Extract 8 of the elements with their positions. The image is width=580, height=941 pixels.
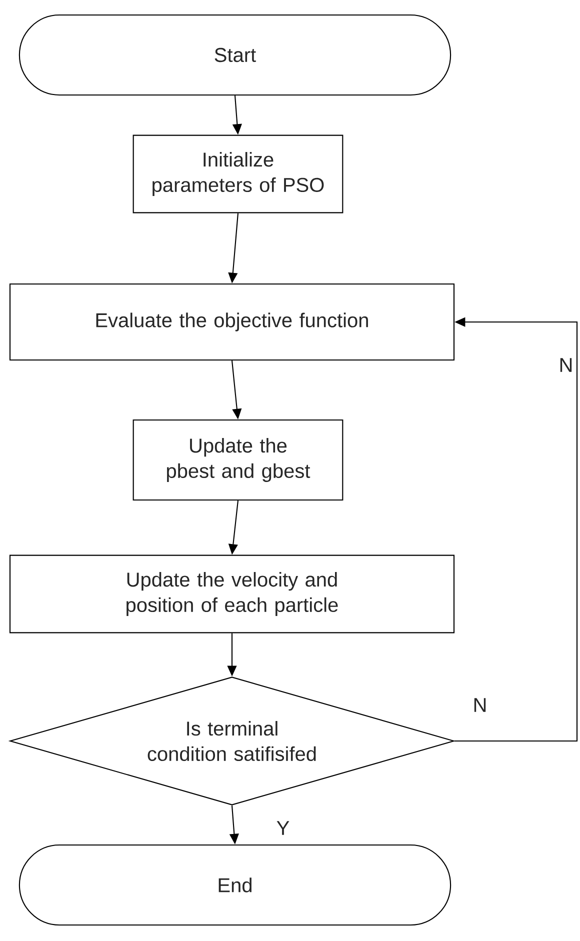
edge-label: N [474,698,486,712]
process-box: Evaluate the objective function [9,283,455,361]
edge-label: Y [276,821,290,835]
arrow [454,317,578,742]
loop-label: N [560,358,572,372]
process-box: Update the pbest and gbest [132,419,344,501]
process-box: Update the velocity and position of each particle [9,554,455,634]
process-box: Initialize parameters of PSO [132,134,344,214]
